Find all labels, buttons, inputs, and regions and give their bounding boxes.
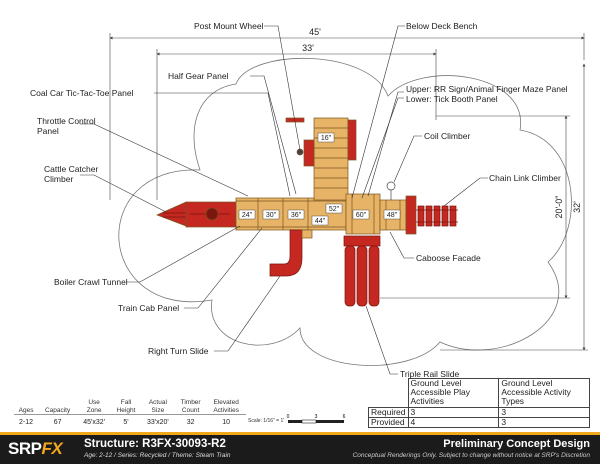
spec-ages: 2-12 xyxy=(14,414,39,427)
use-zone-outline xyxy=(118,57,572,366)
deck-height-24: 24" xyxy=(242,212,253,219)
footer-stripe xyxy=(0,432,600,435)
label-cattle-catcher: Cattle Catcher xyxy=(44,164,98,174)
srpfx-logo: SRPFX xyxy=(8,439,63,458)
play-structure xyxy=(156,117,458,307)
spec-header-capacity: Capacity xyxy=(44,406,71,414)
deck-height-44: 44" xyxy=(315,218,326,225)
acts-label-provided: Provided xyxy=(368,417,409,428)
spec-capacity: 67 xyxy=(38,414,78,427)
caboose-facade xyxy=(405,195,417,235)
acts-header-types: Ground Level Accessible Activity Types xyxy=(498,378,590,408)
deck-height-48: 48" xyxy=(387,212,398,219)
structure-subline: Age: 2-12 / Series: Recycled / Theme: St… xyxy=(84,452,231,459)
spec-fall-height: 5' xyxy=(111,414,141,427)
deck-height-labels: 16" 24" 30" 36" 44" 52" 60" 48" xyxy=(238,132,401,226)
deck-height-60: 60" xyxy=(356,212,367,219)
coil-climber xyxy=(386,181,396,191)
scale-tick-0: 0 xyxy=(287,414,290,420)
label-throttle-panel: Panel xyxy=(37,126,59,136)
label-boiler-tunnel: Boiler Crawl Tunnel xyxy=(54,277,128,287)
spec-value-row: 2-12 67 45'x32' 5' 33'x20' 32 10 xyxy=(14,414,246,427)
triple-rail-slide xyxy=(343,235,381,307)
label-coil-climber: Coil Climber xyxy=(424,131,470,141)
design-title: Preliminary Concept Design xyxy=(443,438,590,450)
acts-required-play: 3 xyxy=(407,407,500,418)
label-upper-panel: Upper: RR Sign/Animal Finger Maze Panel xyxy=(406,84,568,94)
label-triple-rail-slide: Triple Rail Slide xyxy=(400,369,459,379)
chain-link-climber xyxy=(416,205,458,227)
dimension-lines xyxy=(109,33,588,351)
label-lower-panel: Lower: Tick Booth Panel xyxy=(406,94,498,104)
acts-header-row: Ground Level Accessible Play Activities … xyxy=(368,378,590,408)
label-post-mount-wheel: Post Mount Wheel xyxy=(194,21,264,31)
scale-graphic: 0 3 6 xyxy=(287,414,346,424)
deck-height-16: 16" xyxy=(321,135,332,142)
label-train-cab: Train Cab Panel xyxy=(118,303,179,313)
label-below-deck-bench: Below Deck Bench xyxy=(406,21,478,31)
acts-required-types: 3 xyxy=(498,407,590,418)
structure-id: Structure: R3FX-30093-R2 xyxy=(84,438,226,450)
label-caboose-facade: Caboose Facade xyxy=(416,253,481,263)
spec-actual-size: 33'x20' xyxy=(140,414,175,427)
spec-timber-count: 32 xyxy=(174,414,207,427)
label-right-turn-slide: Right Turn Slide xyxy=(148,346,209,356)
right-turn-slide xyxy=(269,229,303,277)
scale-tick-6: 6 xyxy=(343,414,346,420)
dim-overall-depth: 32' xyxy=(572,201,582,213)
dim-structure-width: 33' xyxy=(302,43,314,53)
stair-tower xyxy=(313,117,349,201)
dim-overall-width: 45' xyxy=(309,27,321,37)
deck-height-36: 36" xyxy=(291,212,302,219)
spec-header-ages: Ages xyxy=(18,406,34,414)
acts-header-play: Ground Level Accessible Play Activities xyxy=(407,378,500,408)
acts-row-required: Required 3 3 xyxy=(368,407,590,418)
cattle-catcher-climber xyxy=(156,201,187,227)
acts-provided-play: 4 xyxy=(407,417,500,428)
dim-structure-depth: 20'-0" xyxy=(554,196,564,219)
scale-bar: Scale: 1/16" = 1' 0 3 6 xyxy=(248,414,358,428)
label-coal-car-ttt: Coal Car Tic-Tac-Toe Panel xyxy=(30,88,134,98)
scale-tick-3: 3 xyxy=(315,414,318,420)
acts-label-required: Required xyxy=(368,407,409,418)
spec-elevated-activities: 10 xyxy=(206,414,246,427)
label-chain-link-climber: Chain Link Climber xyxy=(489,173,561,183)
deck-height-52: 52" xyxy=(329,206,340,213)
acts-provided-types: 3 xyxy=(498,417,590,428)
label-cattle-climber: Climber xyxy=(44,174,73,184)
leader-lines xyxy=(80,25,488,375)
spec-use-zone: 45'x32' xyxy=(77,414,112,427)
callout-labels: Post Mount Wheel Below Deck Bench Half G… xyxy=(30,21,568,379)
accessibility-table: Ground Level Accessible Play Activities … xyxy=(368,378,590,428)
boiler-porthole xyxy=(205,207,219,221)
label-throttle-control: Throttle Control xyxy=(37,116,96,126)
acts-row-provided: Provided 4 3 xyxy=(368,417,590,428)
disclaimer: Conceptual Renderings Only. Subject to c… xyxy=(352,452,590,459)
label-half-gear-panel: Half Gear Panel xyxy=(168,71,229,81)
footer-bar: SRPFX Structure: R3FX-30093-R2 Age: 2-12… xyxy=(0,432,600,464)
deck-height-30: 30" xyxy=(266,212,277,219)
scale-label: Scale: 1/16" = 1' xyxy=(248,418,285,424)
